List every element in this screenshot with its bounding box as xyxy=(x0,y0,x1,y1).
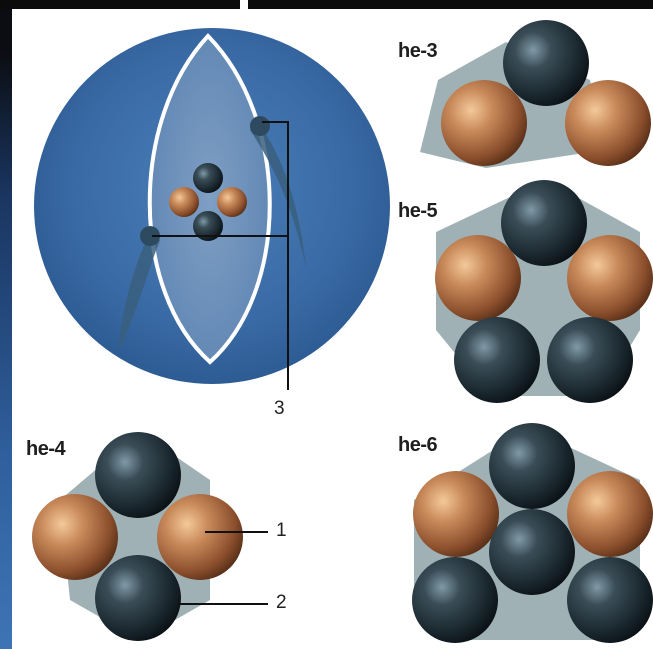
proton xyxy=(565,80,651,166)
neutron xyxy=(489,509,575,595)
neutron xyxy=(547,317,633,403)
proton xyxy=(567,471,653,557)
proton xyxy=(217,187,247,217)
top-frame-bar-right xyxy=(248,0,653,9)
neutron xyxy=(567,557,653,643)
label-he3: he-3 xyxy=(398,40,438,62)
callout-1: 1 xyxy=(276,520,287,541)
neutron xyxy=(454,317,540,403)
electron-trail-upper xyxy=(250,122,306,268)
neutron xyxy=(489,423,575,509)
proton xyxy=(32,494,118,580)
electron-lower xyxy=(140,226,160,246)
he3-nucleus xyxy=(420,20,651,168)
proton xyxy=(169,187,199,217)
label-he5: he-5 xyxy=(398,200,438,222)
atom-nucleus xyxy=(169,163,247,241)
neutron xyxy=(95,432,181,518)
he5-nucleus xyxy=(435,180,653,403)
he6-nucleus xyxy=(412,423,653,643)
proton xyxy=(435,235,521,321)
neutron xyxy=(95,555,181,641)
neutron xyxy=(503,20,589,106)
top-frame-bar-left xyxy=(0,0,240,9)
label-he6: he-6 xyxy=(398,434,438,456)
neutron xyxy=(501,180,587,266)
callout-3: 3 xyxy=(274,398,285,419)
callout-2: 2 xyxy=(276,592,287,613)
electron-upper xyxy=(250,116,270,136)
neutron xyxy=(412,557,498,643)
proton xyxy=(567,235,653,321)
proton xyxy=(441,80,527,166)
helium-atom xyxy=(34,28,390,390)
label-he4: he-4 xyxy=(26,438,66,460)
electron-trail-lower xyxy=(118,232,160,352)
proton xyxy=(413,471,499,557)
neutron xyxy=(193,163,223,193)
leader-line-3-upper xyxy=(262,121,289,390)
he4-nucleus xyxy=(32,432,268,641)
neutron xyxy=(193,211,223,241)
proton xyxy=(157,494,243,580)
left-frame-edge xyxy=(0,0,12,649)
